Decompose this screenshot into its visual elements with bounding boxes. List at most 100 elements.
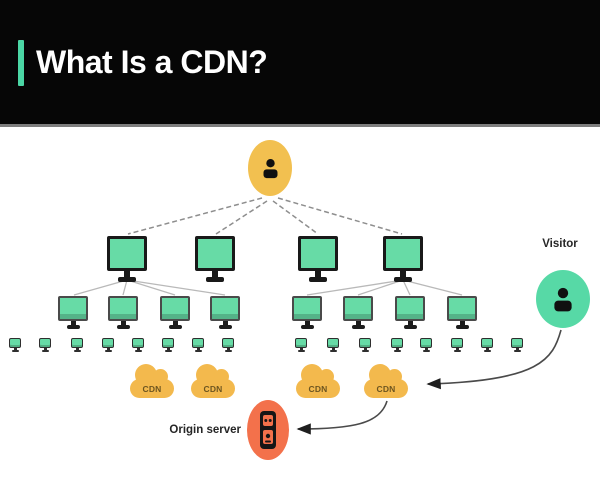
- monitor-stand: [304, 321, 310, 325]
- cdn-cloud: CDN: [363, 364, 409, 398]
- computer-monitor-xs: [420, 338, 432, 352]
- monitor-screen: [451, 338, 463, 348]
- monitor-screen: [383, 236, 423, 271]
- computer-monitor-xs: [295, 338, 307, 352]
- monitor-stand: [315, 271, 321, 277]
- computer-monitor-xs: [132, 338, 144, 352]
- monitor-stand: [106, 348, 110, 350]
- monitor-stand: [424, 348, 428, 350]
- computer-monitor-lg: [107, 236, 147, 282]
- monitor-base: [329, 350, 337, 352]
- cdn-cloud: CDN: [295, 364, 341, 398]
- cdn-cloud-label: CDN: [308, 384, 328, 394]
- computer-monitor-xs: [222, 338, 234, 352]
- computer-monitor-md: [108, 296, 138, 329]
- monitor-base: [455, 325, 469, 329]
- monitor-screen: [343, 296, 373, 321]
- monitor-screen: [481, 338, 493, 348]
- monitor-stand: [400, 271, 406, 277]
- computer-monitor-lg: [298, 236, 338, 282]
- monitor-base: [483, 350, 491, 352]
- monitor-base: [297, 350, 305, 352]
- page-title: What Is a CDN?: [36, 44, 268, 80]
- monitor-base: [361, 350, 369, 352]
- monitor-base: [134, 350, 142, 352]
- monitor-screen: [132, 338, 144, 348]
- monitor-screen: [102, 338, 114, 348]
- computer-monitor-xs: [9, 338, 21, 352]
- monitor-base: [403, 325, 417, 329]
- monitor-screen: [9, 338, 21, 348]
- monitor-screen: [195, 236, 235, 271]
- title-accent-bar: [18, 40, 24, 86]
- computer-monitor-md: [395, 296, 425, 329]
- monitor-stand: [363, 348, 367, 350]
- monitor-stand: [222, 321, 228, 325]
- monitor-base: [300, 325, 314, 329]
- monitor-base: [309, 277, 327, 282]
- monitor-stand: [43, 348, 47, 350]
- computer-monitor-xs: [71, 338, 83, 352]
- monitor-base: [393, 350, 401, 352]
- monitor-base: [164, 350, 172, 352]
- monitor-stand: [75, 348, 79, 350]
- computer-monitor-xs: [511, 338, 523, 352]
- monitor-screen: [447, 296, 477, 321]
- monitor-screen: [162, 338, 174, 348]
- monitor-base: [194, 350, 202, 352]
- monitor-base: [206, 277, 224, 282]
- person-icon: [263, 158, 277, 179]
- monitor-stand: [124, 271, 130, 277]
- visitor-to-cdn-arrow: [426, 329, 562, 390]
- monitor-base: [104, 350, 112, 352]
- monitor-base: [118, 277, 136, 282]
- monitor-screen: [108, 296, 138, 321]
- cloud-base: [191, 379, 235, 398]
- computer-monitor-xs: [359, 338, 371, 352]
- monitor-screen: [292, 296, 322, 321]
- monitor-stand: [212, 271, 218, 277]
- monitor-stand: [196, 348, 200, 350]
- monitor-base: [218, 325, 232, 329]
- computer-monitor-lg: [195, 236, 235, 282]
- monitor-stand: [355, 321, 361, 325]
- monitor-stand: [172, 321, 178, 325]
- computer-monitor-xs: [102, 338, 114, 352]
- monitor-stand: [226, 348, 230, 350]
- monitor-stand: [395, 348, 399, 350]
- monitor-stand: [485, 348, 489, 350]
- cdn-cloud: CDN: [190, 364, 236, 398]
- cloud-base: [296, 379, 340, 398]
- monitor-base: [351, 325, 365, 329]
- monitor-base: [513, 350, 521, 352]
- monitor-screen: [160, 296, 190, 321]
- monitor-screen: [58, 296, 88, 321]
- computer-monitor-xs: [451, 338, 463, 352]
- computer-monitor-md: [292, 296, 322, 329]
- monitor-stand: [331, 348, 335, 350]
- cloud-base: [364, 379, 408, 398]
- monitor-stand: [407, 321, 413, 325]
- monitor-screen: [511, 338, 523, 348]
- monitor-base: [422, 350, 430, 352]
- monitor-screen: [359, 338, 371, 348]
- monitor-screen: [71, 338, 83, 348]
- user-node: [248, 140, 292, 196]
- monitor-screen: [222, 338, 234, 348]
- computer-monitor-xs: [162, 338, 174, 352]
- monitor-screen: [391, 338, 403, 348]
- monitor-base: [116, 325, 130, 329]
- computer-monitor-lg: [383, 236, 423, 282]
- monitor-stand: [455, 348, 459, 350]
- connector-lines: [73, 197, 562, 435]
- origin-server-node: [247, 400, 289, 460]
- origin-server-label: Origin server: [169, 424, 241, 436]
- computer-monitor-md: [343, 296, 373, 329]
- computer-monitor-md: [160, 296, 190, 329]
- monitor-stand: [299, 348, 303, 350]
- cdn-cloud-label: CDN: [203, 384, 223, 394]
- computer-monitor-xs: [39, 338, 51, 352]
- cdn-cloud: CDN: [129, 364, 175, 398]
